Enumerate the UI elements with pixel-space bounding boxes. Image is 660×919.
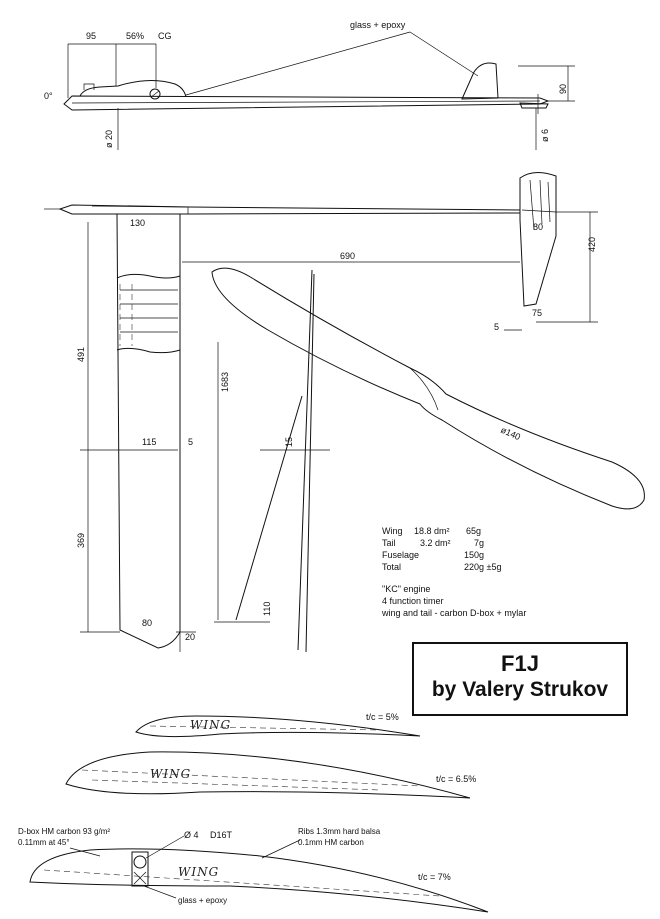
- dim-491: 491: [76, 347, 86, 362]
- dia-20: ø 20: [104, 130, 114, 148]
- tc-7: t/c = 7%: [418, 872, 451, 882]
- glass-epoxy-top: glass + epoxy: [350, 20, 406, 30]
- section-leaders: [69, 835, 301, 899]
- cg-label: CG: [158, 31, 172, 41]
- title-model: F1J: [501, 651, 539, 676]
- tailplane: [519, 172, 598, 323]
- wing-planform: [116, 213, 181, 652]
- dim-75: 75: [532, 308, 542, 318]
- dim-5-wing: 5: [188, 437, 193, 447]
- title-box: F1J by Valery Strukov: [412, 642, 628, 716]
- title-author: by Valery Strukov: [431, 678, 609, 701]
- side-view-dimensions: [67, 31, 575, 150]
- spec-area-tail: 3.2 dm²: [420, 538, 451, 548]
- dim-20: 20: [185, 632, 195, 642]
- dim-115: 115: [142, 437, 156, 447]
- note-construction: wing and tail - carbon D-box + mylar: [381, 608, 526, 618]
- airfoil-label-wing-1: WING: [190, 718, 231, 732]
- dim-15: 15: [284, 437, 294, 447]
- airfoil-section-7: [29, 848, 489, 913]
- spec-mass-wing: 65g: [466, 526, 481, 536]
- spar-material: D16T: [210, 830, 233, 840]
- dim-110: 110: [262, 602, 272, 616]
- angle-0: 0°: [44, 91, 53, 101]
- dim-5-tail: 5: [494, 322, 499, 332]
- propeller-blade: [211, 267, 645, 510]
- spec-area-wing: 18.8 dm²: [414, 526, 450, 536]
- dim-56-percent: 56%: [126, 31, 144, 41]
- note-engine: "KC" engine: [382, 584, 430, 594]
- airfoil-section-5: [135, 715, 421, 738]
- spec-table: Wing 18.8 dm² 65g Tail 3.2 dm² 7g Fusela…: [381, 526, 526, 618]
- airfoil-label-wing-2: WING: [150, 767, 191, 781]
- spec-mass-total: 220g ±5g: [464, 562, 501, 572]
- tc-5: t/c = 5%: [366, 712, 399, 722]
- dim-90: 90: [558, 84, 568, 94]
- airfoil-label-wing-3: WING: [178, 865, 219, 879]
- dim-1683: 1683: [220, 372, 230, 392]
- dia-6: ø 6: [540, 129, 550, 142]
- top-view-dimensions: [80, 222, 520, 633]
- spec-mass-fuselage: 150g: [464, 550, 484, 560]
- spec-mass-tail: 7g: [474, 538, 484, 548]
- ribs-note-1: Ribs 1.3mm hard balsa: [298, 827, 381, 836]
- dim-690: 690: [340, 251, 355, 261]
- airfoil-section-65: [65, 751, 471, 799]
- spec-name-wing: Wing: [382, 526, 403, 536]
- tc-65: t/c = 6.5%: [436, 774, 476, 784]
- top-view-fuselage: [44, 204, 521, 215]
- dim-80-tail: 80: [533, 222, 543, 232]
- ribs-note-2: 0.1mm HM carbon: [298, 838, 364, 847]
- spar-dia: Ø 4: [184, 830, 199, 840]
- spec-name-tail: Tail: [382, 538, 396, 548]
- dbox-note-1: D-box HM carbon 93 g/m²: [18, 827, 110, 836]
- spec-name-total: Total: [382, 562, 401, 572]
- glass-epoxy-bottom: glass + epoxy: [178, 896, 227, 905]
- dim-369: 369: [76, 533, 86, 548]
- dim-95: 95: [86, 31, 96, 41]
- dim-420: 420: [587, 237, 597, 252]
- dim-130: 130: [130, 218, 145, 228]
- wing-tip-panel: [235, 269, 315, 653]
- dbox-note-2: 0.11mm at 45°: [18, 838, 70, 847]
- note-timer: 4 function timer: [382, 596, 444, 606]
- side-view-fuselage: [63, 62, 550, 114]
- dim-80-tip: 80: [142, 618, 152, 628]
- spec-name-fuselage: Fuselage: [382, 550, 419, 560]
